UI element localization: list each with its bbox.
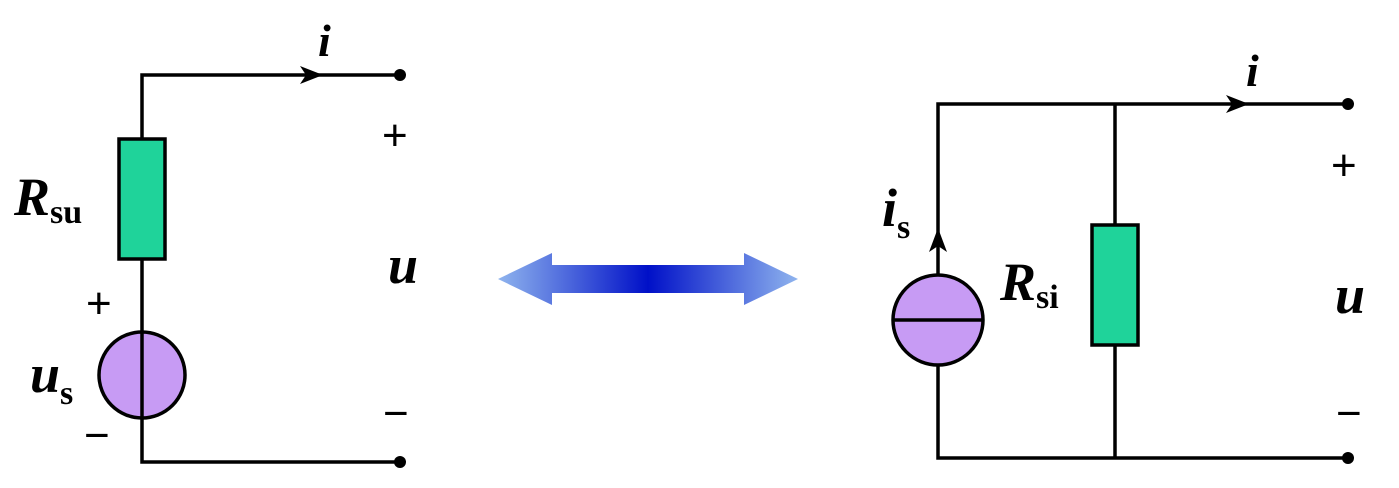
voltage-source-label-main: u <box>30 344 60 404</box>
left-terminal-minus: − <box>383 389 409 438</box>
left-resistor-label-main: R <box>13 167 50 227</box>
source-plus-sign: + <box>86 279 112 328</box>
right-current-arrow-icon <box>1226 95 1249 113</box>
right-resistor-label-main: R <box>999 252 1036 312</box>
left-current-arrow-icon <box>300 66 323 84</box>
right-terminal-plus: + <box>1331 141 1357 190</box>
right-top-terminal <box>1342 98 1354 110</box>
left-top-terminal <box>394 69 406 81</box>
right-circuit: i is Rsi + u − <box>882 45 1365 464</box>
right-bottom-terminal <box>1342 452 1354 464</box>
current-source-label-main: i <box>882 178 897 238</box>
right-resistor-label-sub: si <box>1036 279 1059 316</box>
right-resistor-label: Rsi <box>999 252 1059 316</box>
right-resistor <box>1090 223 1140 347</box>
right-current-label: i <box>1246 45 1259 96</box>
source-minus-sign: − <box>84 411 110 460</box>
right-bottom-wire <box>936 365 1348 460</box>
left-top-wire <box>140 73 400 139</box>
right-terminal-minus: − <box>1336 389 1362 438</box>
left-resistor <box>117 137 167 261</box>
voltage-source-label-sub: s <box>60 375 73 412</box>
voltage-source-icon <box>97 330 187 420</box>
current-source-label: is <box>882 178 910 246</box>
source-current-arrow-icon <box>929 228 947 252</box>
left-resistor-label-sub: su <box>50 194 82 231</box>
left-bottom-wire <box>140 418 400 464</box>
left-bottom-terminal <box>394 456 406 468</box>
right-top-wire <box>936 102 1348 275</box>
current-source-label-sub: s <box>897 209 910 246</box>
left-voltage-label: u <box>388 235 418 295</box>
voltage-source-label: us <box>30 344 73 412</box>
current-source-icon <box>891 273 985 367</box>
right-voltage-label: u <box>1335 265 1365 325</box>
left-resistor-label: Rsu <box>13 167 82 231</box>
left-circuit: i Rsu + us − + u − <box>13 15 418 468</box>
left-terminal-plus: + <box>382 111 408 160</box>
equivalence-arrow-icon <box>498 253 798 305</box>
left-current-label: i <box>318 15 331 66</box>
